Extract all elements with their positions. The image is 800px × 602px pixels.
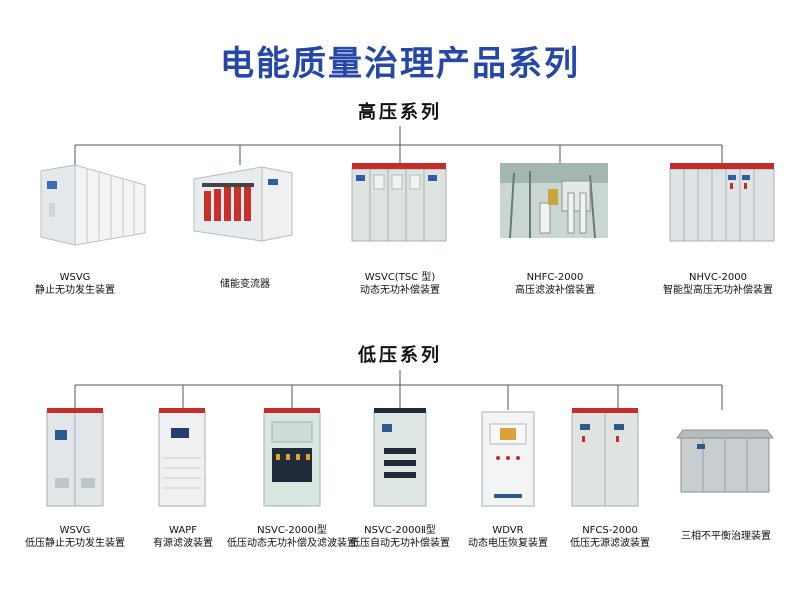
hv-wsvc-image bbox=[351, 163, 447, 242]
hv-section-title: 高压系列 bbox=[358, 102, 442, 123]
hv-nhvc-image bbox=[669, 163, 775, 242]
hv-nhfc-image bbox=[500, 163, 608, 238]
page-title: 电能质量治理产品系列 bbox=[220, 44, 580, 84]
lv-caption-unbalance: 三相不平衡治理装置 bbox=[681, 531, 771, 542]
lv-caption-nsvc2: NSVC-2000Ⅱ型低压自动无功补偿装置 bbox=[350, 525, 450, 549]
hv-wsvg-image bbox=[40, 164, 146, 246]
lv-nsvc1-image bbox=[263, 408, 321, 507]
lv-wdvr-image bbox=[481, 411, 535, 507]
lv-caption-nsvc1: NSVC-2000Ⅰ型低压动态无功补偿及滤波装置 bbox=[227, 525, 357, 549]
hv-caption-wsvc: WSVC(TSC 型)动态无功补偿装置 bbox=[360, 272, 440, 296]
hv-storage-converter-image bbox=[193, 166, 293, 242]
lv-nsvc2-image bbox=[373, 408, 427, 507]
lv-unbalance-image bbox=[676, 429, 774, 493]
lv-nfcs-image bbox=[571, 408, 639, 507]
hv-caption-storage: 储能变流器 bbox=[220, 279, 270, 290]
lv-wsvg-image bbox=[46, 408, 104, 507]
lv-section-title: 低压系列 bbox=[358, 345, 442, 366]
lv-wapf-image bbox=[158, 408, 206, 507]
